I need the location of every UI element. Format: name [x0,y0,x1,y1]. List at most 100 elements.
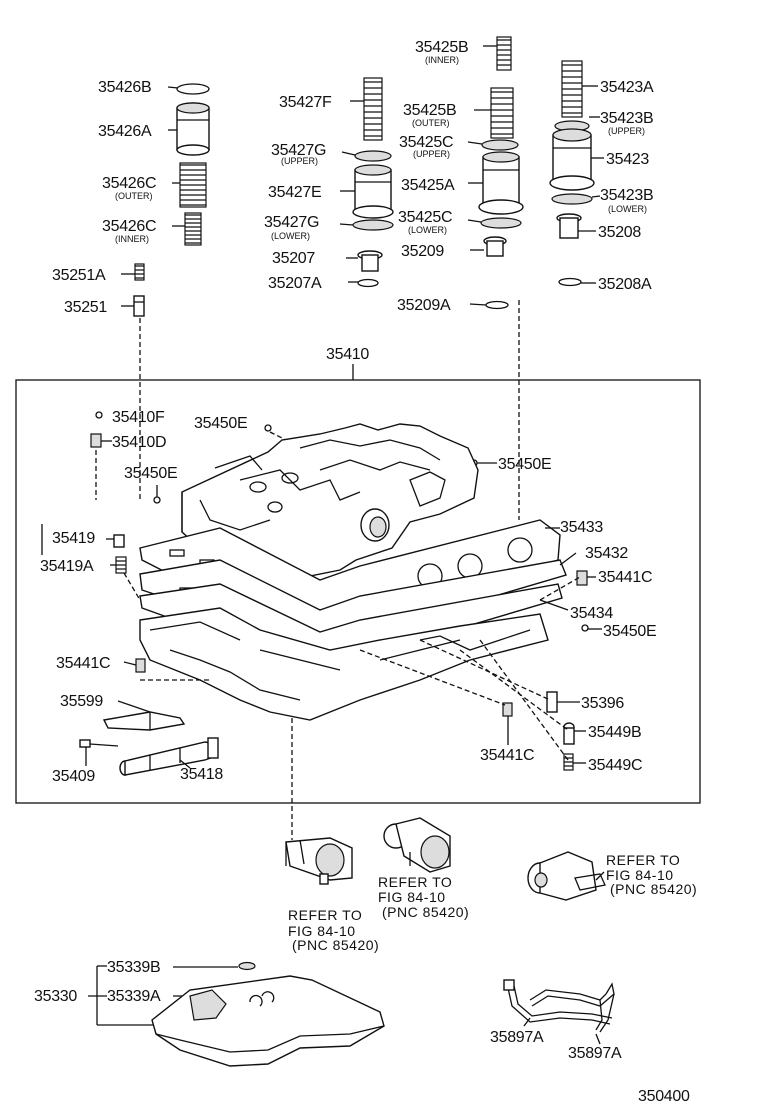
label-35410F: 35410F [112,409,165,426]
label-35433: 35433 [560,519,603,536]
part-35427F-spring [363,77,383,141]
label-35426A: 35426A [98,123,152,140]
label-35207: 35207 [272,250,315,267]
label-35209: 35209 [401,243,444,260]
label-35450E-1: 35450E [194,415,247,432]
label-35426C-outer: 35426C [102,175,156,192]
label-35419: 35419 [52,530,95,547]
ref2-line3: (PNC 85420) [382,904,469,920]
part-35897A-pipe-1 [503,979,613,1025]
label-35208A: 35208A [598,276,652,293]
label-35427F: 35427F [279,94,332,111]
label-35432: 35432 [585,545,628,562]
ref3-line3: (PNC 85420) [610,881,697,897]
label-35599: 35599 [60,693,103,710]
ref1-line1: REFER TO [288,907,362,923]
ref3-line1: REFER TO [606,852,680,868]
label-35450E-3: 35450E [498,456,551,473]
label-35418: 35418 [180,766,223,783]
label-35409: 35409 [52,768,95,785]
label-35251: 35251 [64,299,107,316]
label-35450E-2: 35450E [124,465,177,482]
ref1-line2: FIG 84-10 [288,923,356,939]
label-35897A-2: 35897A [568,1045,622,1062]
solenoid-valve-3 [527,851,606,901]
label-35330: 35330 [34,988,77,1005]
solenoid-valve-2 [383,817,451,873]
part-35410D-ball [90,433,102,448]
label-35423B-lower: 35423B [600,187,653,204]
sublabel-lower-2: (LOWER) [408,225,447,235]
part-35207A-clip [357,278,379,288]
label-35410: 35410 [326,346,369,363]
label-35396: 35396 [581,695,624,712]
part-35418-valve [119,737,219,776]
label-35450E-4: 35450E [603,623,656,640]
label-35339A: 35339A [107,988,161,1005]
part-35426C-inner-spring [184,212,202,246]
label-35441C-1: 35441C [56,655,110,672]
label-35425B-outer: 35425B [403,102,456,119]
label-35449B: 35449B [588,724,641,741]
label-35425B-inner: 35425B [415,39,468,56]
label-35209A: 35209A [397,297,451,314]
sublabel-lower-3: (LOWER) [608,204,647,214]
part-35208-plug [556,213,582,239]
part-35207-plug [357,250,383,272]
part-35330-strainer [151,975,385,1067]
label-35425C-lower: 35425C [398,209,452,226]
part-35425C-upper-ring [481,139,519,151]
part-35419-plug [113,534,125,548]
ref3-line2: FIG 84-10 [606,867,674,883]
label-35207A: 35207A [268,275,322,292]
part-35449C-spring [563,753,574,771]
part-35339B-oring [238,961,256,971]
part-35423B-lower-ring [551,193,593,205]
label-35426B: 35426B [98,79,151,96]
label-35425A: 35425A [401,177,455,194]
part-35209A-clip [485,300,509,310]
part-35423-piston [549,128,595,191]
assembly-frame-35410 [15,379,701,804]
part-35251A-spring [134,263,145,281]
part-35419A-spring [115,556,127,574]
reference-note-3: REFER TO FIG 84-10 (PNC 85420) [606,852,697,897]
lower-valve-body [139,607,549,721]
solenoid-valve-1 [285,837,353,885]
sublabel-outer-1: (OUTER) [115,191,153,201]
label-35410D: 35410D [112,434,166,451]
label-35449C: 35449C [588,757,642,774]
label-35427E: 35427E [268,184,321,201]
ref1-line3: (PNC 85420) [292,937,379,953]
part-35441C-ball-1 [135,658,146,673]
label-35897A-1: 35897A [490,1029,544,1046]
sublabel-upper-3: (UPPER) [608,126,645,136]
label-35441C-2: 35441C [598,569,652,586]
label-35426C-inner: 35426C [102,218,156,235]
part-35449B-plug [563,722,575,745]
part-35427G-upper-ring [354,150,392,162]
part-35209-plug [483,236,507,257]
label-35251A: 35251A [52,267,106,284]
reference-note-2: REFER TO FIG 84-10 (PNC 85420) [378,874,469,920]
label-35208: 35208 [598,224,641,241]
reference-note-1: REFER TO FIG 84-10 (PNC 85420) [288,907,379,953]
sublabel-upper-1: (UPPER) [281,156,318,166]
label-35441C-3: 35441C [480,747,534,764]
part-35208A-clip [558,277,582,287]
label-35423A: 35423A [600,79,654,96]
part-35427G-lower-ring [352,219,394,231]
part-35426A-filter [176,102,210,156]
part-35423A-spring [561,60,583,118]
label-35423: 35423 [606,151,649,168]
label-35339B: 35339B [107,959,160,976]
label-35425C-upper: 35425C [399,134,453,151]
label-35427G-lower: 35427G [264,214,319,231]
sublabel-inner-2: (INNER) [425,55,459,65]
part-35427E-piston [352,164,394,219]
part-35425A-piston [478,151,524,215]
sublabel-outer-2: (OUTER) [412,118,450,128]
label-35434: 35434 [570,605,613,622]
ref2-line2: FIG 84-10 [378,889,446,905]
